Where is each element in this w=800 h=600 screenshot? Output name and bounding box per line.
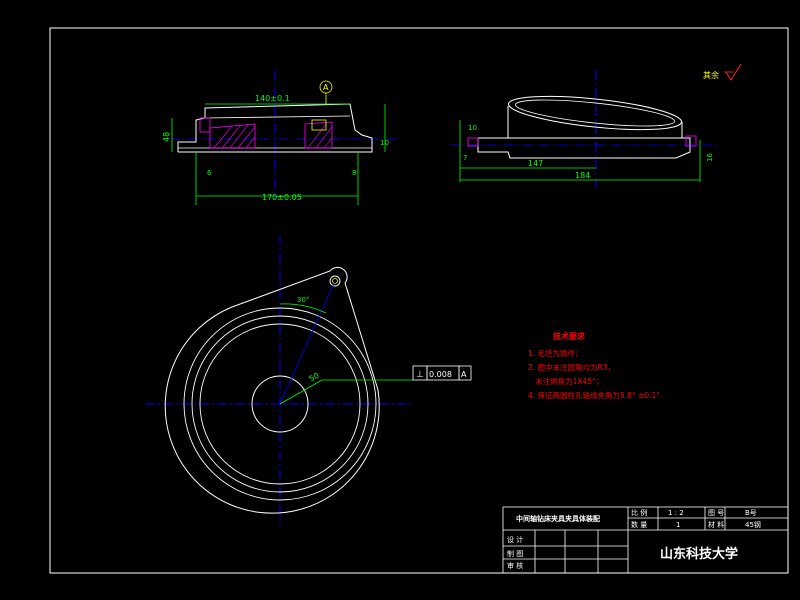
side-base-outline <box>477 137 691 159</box>
front-dim-140: 140±0.1 <box>255 94 290 103</box>
top-center-bore <box>251 375 309 433</box>
top-radial-line <box>279 280 336 405</box>
drawing-no-value: B号 <box>745 509 757 517</box>
front-hatch-left <box>209 123 256 149</box>
front-dim-6: 6 <box>207 169 212 177</box>
side-flange-left <box>467 137 479 147</box>
school-name: 山东科技大学 <box>660 546 738 562</box>
front-bushing-left <box>199 117 211 133</box>
front-bushing-right <box>311 119 327 131</box>
material-value: 45钢 <box>745 520 761 529</box>
side-top-ellipse-inner <box>515 99 675 127</box>
tech-req-item-1: 1. 毛坯为铸件； <box>528 348 583 358</box>
front-dim-10: 10 <box>380 139 389 147</box>
front-dim-48: 48 <box>162 132 171 142</box>
top-ring-1 <box>183 307 377 501</box>
tolerance-symbol: ⊥ <box>416 370 424 380</box>
tolerance-frame: ⊥ 0.008 A <box>412 365 472 381</box>
front-dim-170: 170±0.05 <box>262 193 302 202</box>
drawing-frame <box>49 27 789 574</box>
top-angle-arc <box>279 303 327 314</box>
top-radius-label: 50 <box>308 371 321 384</box>
front-view: 170±0.05 140±0.1 48 6 8 10 A <box>162 70 395 205</box>
title-block-text: 中间轴钻床夹具夹具体装配 比 例 1 : 2 图 号 B号 数 量 1 材 料 … <box>507 508 761 570</box>
top-pivot-hole <box>329 275 341 287</box>
roughness-check-icon <box>725 63 742 81</box>
side-view: 147 184 10 7 16 <box>450 70 720 190</box>
roughness-label: 其余 <box>703 70 719 80</box>
top-view: 50 30° ⊥ 0.008 A <box>145 235 472 525</box>
front-hatch-right <box>304 121 333 149</box>
front-top-line <box>204 115 351 119</box>
review-label: 审 核 <box>507 561 523 570</box>
side-dim-10: 10 <box>468 124 477 132</box>
top-pivot-pin <box>332 278 338 284</box>
top-radius-leader <box>279 379 323 405</box>
top-angle-label: 30° <box>297 296 309 304</box>
quantity-value: 1 <box>676 521 680 529</box>
tech-req-item-3: 未注倒角为1X45°； <box>528 376 603 386</box>
ratio-label: 比 例 <box>631 508 647 517</box>
drawing-title: 中间轴钻床夹具夹具体装配 <box>516 514 600 523</box>
technical-requirements: 技术要求 1. 毛坯为铸件； 2. 图中未注圆角均为R3， 未注倒角为1X45°… <box>528 331 662 400</box>
tech-req-title: 技术要求 <box>553 331 586 341</box>
side-dim-147: 147 <box>528 159 543 168</box>
title-block <box>502 506 789 574</box>
quantity-label: 数 量 <box>631 520 647 529</box>
datum-marker-label: A <box>323 83 329 92</box>
side-dim-184: 184 <box>575 171 590 180</box>
side-dim-7: 7 <box>463 154 467 162</box>
design-label: 设 计 <box>507 535 523 544</box>
draft-label: 制 图 <box>507 549 523 558</box>
side-dim-16: 16 <box>706 153 714 162</box>
roughness-symbol: 其余 <box>703 63 742 81</box>
drawing-no-label: 图 号 <box>708 509 724 517</box>
tolerance-value: 0.008 <box>429 370 452 379</box>
front-dim-8: 8 <box>352 169 356 177</box>
ratio-value: 1 : 2 <box>668 509 684 517</box>
front-body-outline <box>177 103 373 153</box>
tech-req-item-4: 4. 保证两圆柱孔轴线夹角为5.8° ±0.1°. <box>528 390 662 400</box>
side-flange-right <box>685 135 697 147</box>
top-cam-outline <box>164 266 380 514</box>
tolerance-datum: A <box>461 370 467 379</box>
top-ring-2 <box>191 315 369 493</box>
top-ring-3 <box>199 323 361 485</box>
tech-req-item-2: 2. 图中未注圆角均为R3， <box>528 362 615 372</box>
material-label: 材 料 <box>708 520 724 529</box>
